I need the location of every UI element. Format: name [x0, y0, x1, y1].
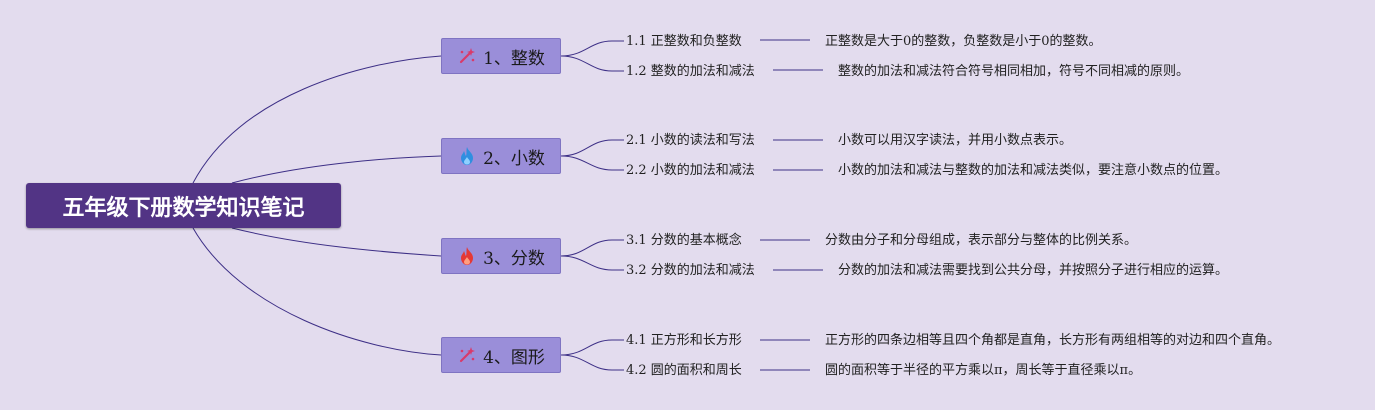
branch-label: 4、图形: [483, 347, 545, 368]
sub-item-title[interactable]: 2.2 小数的加法和减法: [626, 163, 755, 178]
branch-node-fractions[interactable]: 3、分数: [441, 238, 561, 274]
branch-node-shapes[interactable]: 4、图形: [441, 337, 561, 373]
sub-item-title[interactable]: 1.2 整数的加法和减法: [626, 64, 755, 79]
root-node[interactable]: 五年级下册数学知识笔记: [26, 183, 341, 228]
sub-item-description: 小数可以用汉字读法，并用小数点表示。: [838, 133, 1073, 148]
sub-item-description: 整数的加法和减法符合符号相同相加，符号不同相减的原则。: [838, 64, 1190, 79]
branch-label: 3、分数: [483, 248, 545, 269]
branch-label: 1、整数: [483, 48, 545, 69]
root-connector: [192, 55, 442, 184]
wand-icon: [457, 345, 477, 365]
sub-item-description: 正整数是大于0的整数，负整数是小于0的整数。: [825, 34, 1102, 49]
sub-item-title[interactable]: 2.1 小数的读法和写法: [626, 133, 755, 148]
sub-item-title[interactable]: 4.2 圆的面积和周长: [626, 363, 742, 378]
branch-label: 2、小数: [483, 148, 545, 169]
root-connector: [231, 227, 442, 257]
branch-connector: [560, 155, 613, 171]
sub-item-description: 圆的面积等于半径的平方乘以π，周长等于直径乘以π。: [825, 363, 1142, 378]
branch-connector: [560, 339, 613, 356]
branch-connector: [560, 55, 613, 72]
flame-icon: [457, 246, 477, 266]
branch-connector: [560, 255, 613, 271]
sub-item-description: 小数的加法和减法与整数的加法和减法类似，要注意小数点的位置。: [838, 163, 1229, 178]
branch-connector: [560, 239, 613, 257]
sub-item-title[interactable]: 3.1 分数的基本概念: [626, 233, 742, 248]
root-connector: [231, 155, 442, 184]
root-title: 五年级下册数学知识笔记: [62, 195, 305, 221]
branch-node-integers[interactable]: 1、整数: [441, 38, 561, 74]
sub-item-description: 分数的加法和减法需要找到公共分母，并按照分子进行相应的运算。: [838, 263, 1229, 278]
sub-item-description: 正方形的四条边相等且四个角都是直角，长方形有两组相等的对边和四个直角。: [825, 333, 1281, 348]
root-connector: [192, 227, 442, 356]
wand-icon: [457, 46, 477, 66]
sub-item-title[interactable]: 4.1 正方形和长方形: [626, 333, 742, 348]
branch-node-decimals[interactable]: 2、小数: [441, 138, 561, 174]
sub-item-description: 分数由分子和分母组成，表示部分与整体的比例关系。: [825, 233, 1138, 248]
sub-item-title[interactable]: 3.2 分数的加法和减法: [626, 263, 755, 278]
branch-connector: [560, 40, 613, 57]
flame-icon: [457, 146, 477, 166]
branch-connector: [560, 139, 613, 157]
sub-item-title[interactable]: 1.1 正整数和负整数: [626, 34, 742, 49]
branch-connector: [560, 354, 613, 371]
